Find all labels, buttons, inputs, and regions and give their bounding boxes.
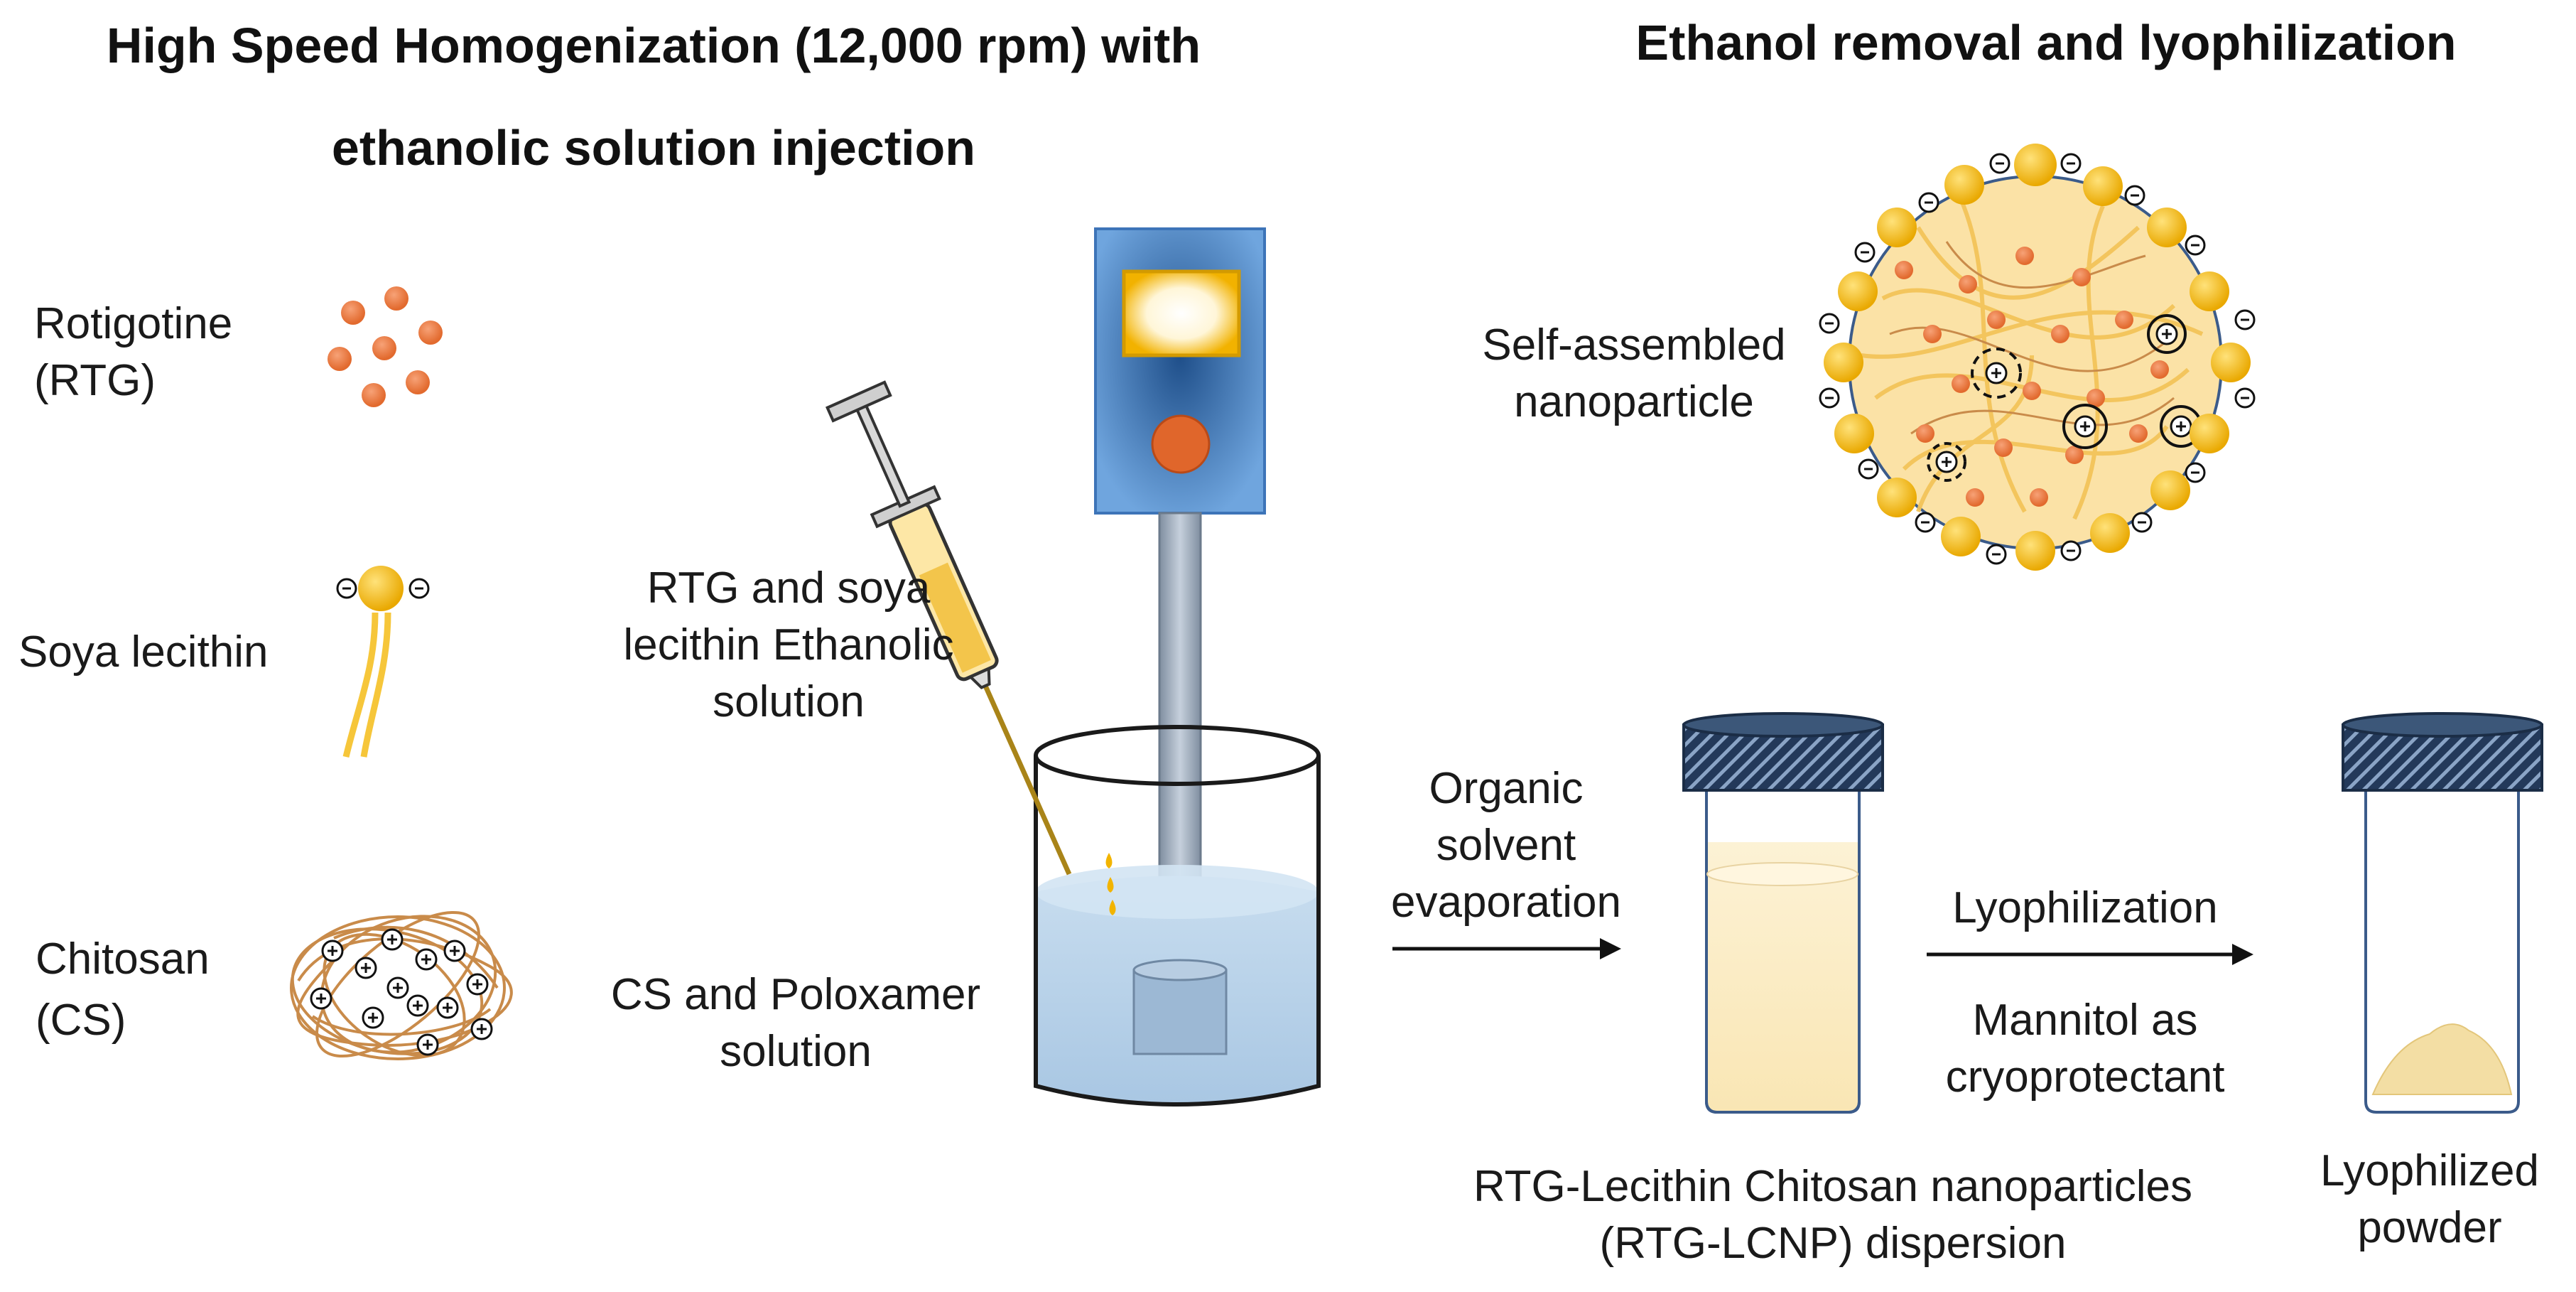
lyophilization-label: Lyophilization <box>1952 883 2218 932</box>
legend-rotigotine-line2: (RTG) <box>34 356 156 405</box>
left-title-line2: ethanolic solution injection <box>331 120 976 176</box>
nanoparticle-icon <box>1819 144 2256 571</box>
dispersion-label-line2: (RTG-LCNP) dispersion <box>1599 1219 2067 1268</box>
left-title-line1: High Speed Homogenization (12,000 rpm) w… <box>106 18 1201 73</box>
syringe-label-line2: lecithin Ethanolic <box>623 620 954 669</box>
cryoprotectant-label-line1: Mannitol as <box>1972 996 2198 1045</box>
legend-lecithin: Soya lecithin <box>18 628 269 677</box>
beaker-label-line1: CS and Poloxamer <box>610 970 981 1019</box>
cryoprotectant-label-line2: cryoprotectant <box>1945 1053 2225 1102</box>
powder-vial-icon <box>2342 712 2543 1114</box>
evaporation-label-line2: solvent <box>1436 821 1576 870</box>
lecithin-molecule-icon <box>336 566 430 758</box>
evaporation-arrow <box>1392 938 1621 959</box>
chitosan-tangle-icon <box>290 910 513 1060</box>
legend-rotigotine-line1: Rotigotine <box>34 299 233 348</box>
nanoparticle-label-line1: Self-assembled <box>1482 321 1786 370</box>
evaporation-label-line1: Organic <box>1429 764 1584 813</box>
homogenizer-icon <box>1094 227 1266 976</box>
syringe-icon <box>825 380 1116 915</box>
nanoparticle-label-line2: nanoparticle <box>1514 377 1754 426</box>
rotigotine-icon <box>328 286 443 407</box>
legend-chitosan-line2: (CS) <box>36 996 126 1045</box>
syringe-label-line3: solution <box>713 677 865 726</box>
legend-chitosan-line1: Chitosan <box>36 935 210 984</box>
dispersion-vial-icon <box>1682 712 1884 1114</box>
dispersion-label-line1: RTG-Lecithin Chitosan nanoparticles <box>1473 1162 2193 1211</box>
beaker-label-line2: solution <box>720 1027 872 1076</box>
beaker-icon <box>1034 725 1321 1107</box>
powder-label-line1: Lyophilized <box>2320 1146 2539 1195</box>
syringe-label-line1: RTG and soya <box>646 564 931 613</box>
evaporation-label-line3: evaporation <box>1390 878 1622 927</box>
powder-label-line2: powder <box>2357 1203 2502 1252</box>
lyophilization-arrow <box>1927 944 2253 965</box>
right-title: Ethanol removal and lyophilization <box>1635 15 2457 70</box>
